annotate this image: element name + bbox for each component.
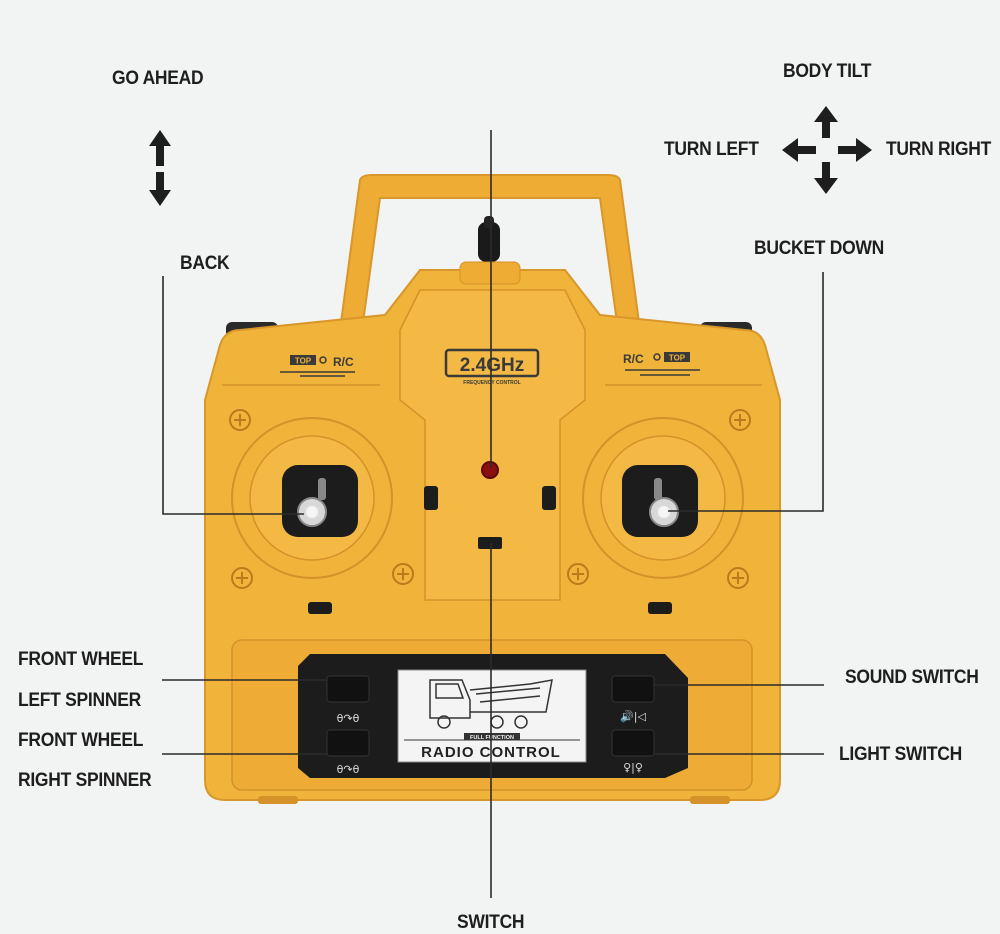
label-light-switch: LIGHT SWITCH — [839, 744, 962, 765]
right-trim-switch[interactable] — [542, 486, 556, 510]
svg-text:FREQUENCY CONTROL: FREQUENCY CONTROL — [463, 380, 520, 386]
power-led — [481, 461, 499, 479]
left-joystick[interactable] — [231, 417, 393, 579]
function-panel: θ↷θ θ↷θ 🔊|◁ ♀|♀ FULL FUNCTION RADIO CONT… — [298, 654, 688, 778]
front-wheel-left-spinner-button[interactable] — [326, 675, 370, 703]
up-down-arrow-icon — [149, 130, 171, 206]
frequency-badge: 2.4GHz FREQUENCY CONTROL — [444, 348, 540, 386]
label-bucket-down: BUCKET DOWN — [754, 238, 884, 259]
light-switch-button[interactable] — [611, 729, 655, 757]
label-body-tilt: BODY TILT — [783, 61, 872, 82]
right-joystick[interactable] — [582, 417, 744, 579]
left-rc-logo: TOP R/C — [280, 355, 355, 377]
svg-text:2.4GHz: 2.4GHz — [460, 355, 524, 376]
label-go-ahead: GO AHEAD — [112, 68, 204, 89]
four-way-arrow-icon — [782, 106, 872, 194]
light-icon: ♀|♀ — [623, 761, 643, 774]
svg-text:R/C: R/C — [333, 355, 354, 369]
spinner-icon: θ↷θ — [337, 712, 360, 725]
spinner-icon: θ↷θ — [337, 763, 360, 776]
right-rc-logo: R/C TOP — [623, 352, 700, 376]
sound-switch-button[interactable] — [611, 675, 655, 703]
left-bottom-switch[interactable] — [308, 602, 332, 614]
label-back: BACK — [180, 253, 230, 274]
callout-lines — [162, 130, 824, 898]
front-wheel-right-spinner-button[interactable] — [326, 729, 370, 757]
sound-icon: 🔊|◁ — [620, 709, 646, 723]
label-left-spinner: LEFT SPINNER — [18, 690, 141, 711]
svg-text:R/C: R/C — [623, 352, 644, 366]
label-front-wheel-1: FRONT WHEEL — [18, 649, 144, 670]
svg-text:FULL FUNCTION: FULL FUNCTION — [470, 735, 514, 741]
dump-truck-illustration — [429, 679, 553, 729]
label-sound-switch: SOUND SWITCH — [845, 667, 979, 688]
label-right-spinner: RIGHT SPINNER — [18, 770, 152, 791]
svg-text:TOP: TOP — [295, 357, 312, 366]
antenna — [478, 216, 500, 262]
label-turn-right: TURN RIGHT — [886, 139, 992, 160]
label-turn-left: TURN LEFT — [664, 139, 759, 160]
power-switch[interactable] — [478, 537, 502, 549]
right-bottom-switch[interactable] — [648, 602, 672, 614]
left-trim-switch[interactable] — [424, 486, 438, 510]
label-front-wheel-2: FRONT WHEEL — [18, 730, 144, 751]
label-switch: SWITCH — [457, 912, 525, 933]
svg-text:TOP: TOP — [669, 354, 686, 363]
